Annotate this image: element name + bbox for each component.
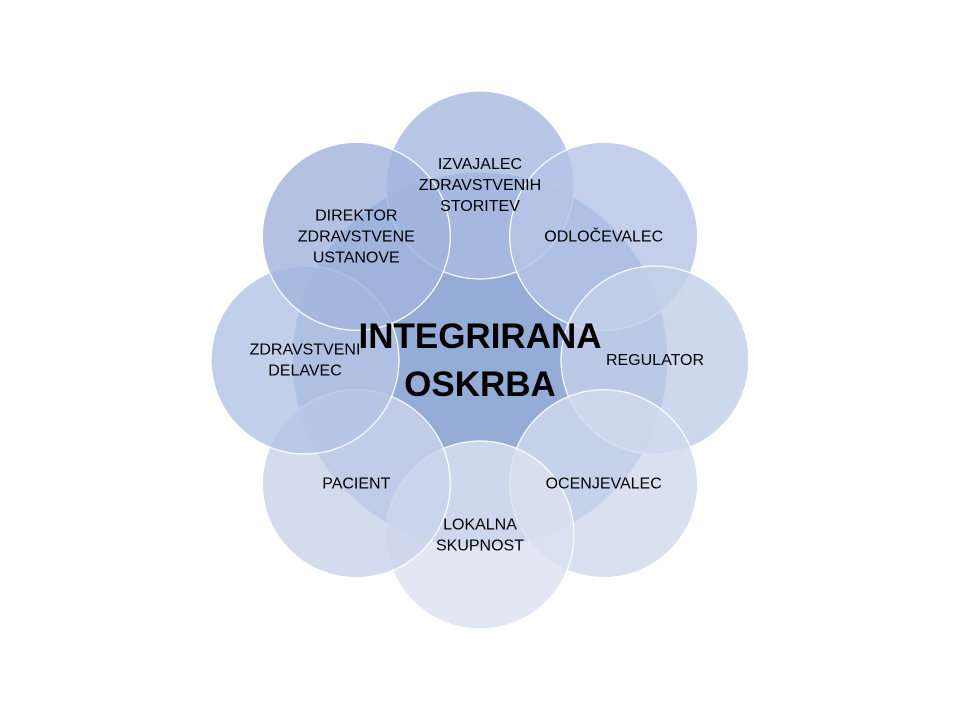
node-label-line: ZDRAVSTVENIH [419, 177, 541, 194]
node-circle-direktor [261, 141, 451, 331]
stakeholder-nodes [210, 90, 750, 630]
center-label: INTEGRIRANA OSKRBA [358, 317, 601, 404]
node-label-line: ODLOČEVALEC [544, 226, 663, 245]
node-label-line: ZDRAVSTVENI [250, 342, 361, 359]
node-label-line: DELAVEC [268, 363, 342, 380]
center-label-line: OSKRBA [404, 365, 556, 404]
node-label-izvajalec: IZVAJALEC ZDRAVSTVENIH STORITEV [419, 156, 541, 215]
node-label-zdravstveni-delavec: ZDRAVSTVENI DELAVEC [250, 342, 361, 380]
node-label-lokalna-skupnost: LOKALNA SKUPNOST [436, 517, 524, 555]
node-label-pacient: PACIENT [322, 476, 390, 493]
center-label-line: INTEGRIRANA [358, 317, 601, 356]
labels-layer: IZVAJALEC ZDRAVSTVENIH STORITEV ODLOČEVALEC… [250, 156, 704, 555]
node-label-line: LOKALNA [443, 517, 517, 534]
node-label-line: DIREKTOR [315, 207, 397, 224]
node-label-regulator: REGULATOR [606, 352, 704, 369]
node-label-line: SKUPNOST [436, 538, 524, 555]
node-label-direktor: DIREKTOR ZDRAVSTVENE USTANOVE [298, 207, 415, 266]
node-label-line: REGULATOR [606, 352, 704, 369]
node-label-odlocevalec: ODLOČEVALEC [544, 226, 663, 245]
node-label-line: STORITEV [440, 198, 520, 215]
node-label-ocenjevalec: OCENJEVALEC [546, 476, 662, 493]
node-label-line: USTANOVE [313, 249, 400, 266]
node-label-line: PACIENT [322, 476, 390, 493]
node-label-line: ZDRAVSTVENE [298, 228, 415, 245]
node-label-line: IZVAJALEC [438, 156, 522, 173]
node-label-line: OCENJEVALEC [546, 476, 662, 493]
